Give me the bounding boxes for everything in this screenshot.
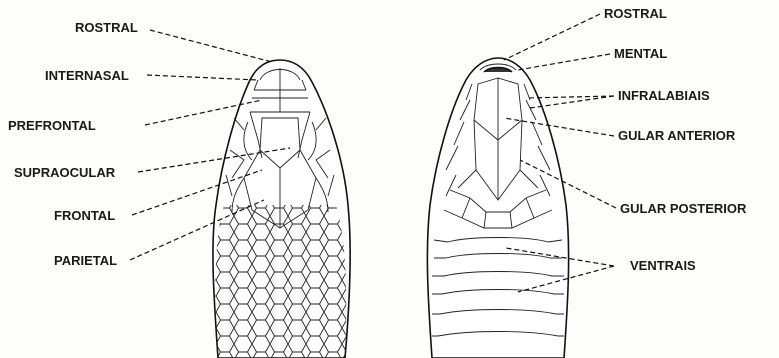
dorsal-labels: ROSTRAL INTERNASAL PREFRONTAL SUPRAOCULA…: [8, 20, 138, 268]
label-ventrais: VENTRAIS: [630, 258, 696, 273]
leader-mental: [518, 54, 610, 70]
label-supraocular: SUPRAOCULAR: [14, 165, 116, 180]
label-frontal: FRONTAL: [54, 208, 115, 223]
label-prefrontal: PREFRONTAL: [8, 118, 96, 133]
dorsal-head: [200, 60, 370, 358]
label-internasal: INTERNASAL: [45, 68, 129, 83]
ventral-labels: ROSTRAL MENTAL INFRALABIAIS GULAR ANTERI…: [604, 6, 747, 273]
leader-rostral-ventral: [504, 14, 600, 60]
ventral-head: [427, 58, 568, 358]
leader-rostral-dorsal: [150, 30, 272, 62]
label-parietal: PARIETAL: [54, 253, 117, 268]
label-gular-anterior: GULAR ANTERIOR: [618, 128, 736, 143]
label-rostral-ventral: ROSTRAL: [604, 6, 667, 21]
leader-internasal: [147, 75, 258, 80]
label-mental: MENTAL: [614, 46, 667, 61]
label-gular-posterior: GULAR POSTERIOR: [620, 201, 747, 216]
label-infralabiais: INFRALABIAIS: [618, 88, 710, 103]
label-rostral-dorsal: ROSTRAL: [75, 20, 138, 35]
